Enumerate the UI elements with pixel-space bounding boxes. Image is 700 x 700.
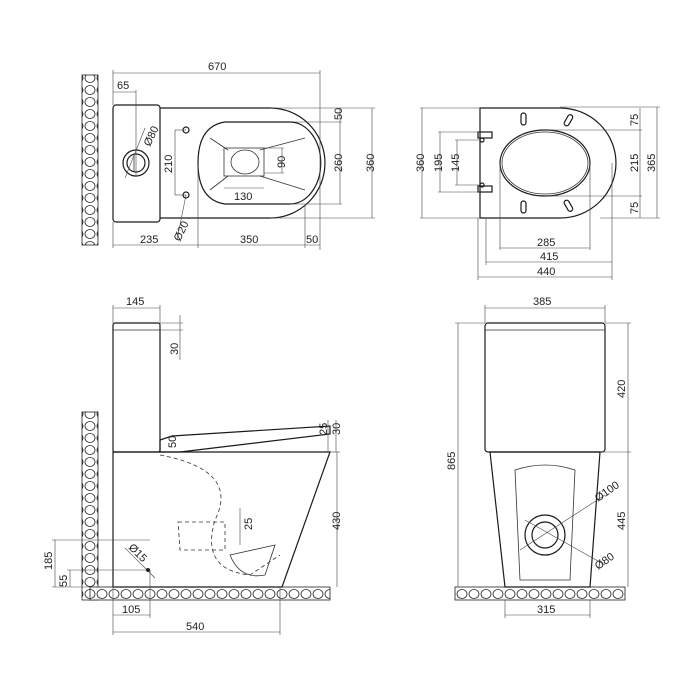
- dim-outlet-inner: Ø80: [593, 551, 617, 573]
- dim-tank-height: 420: [616, 380, 628, 398]
- dim-base-width: 315: [537, 604, 555, 616]
- dim-inlet-wall-distance: 105: [122, 604, 140, 616]
- floor-hatch: [89, 586, 331, 601]
- dim-margin-top: 75: [629, 114, 641, 126]
- bowl-inner: [197, 121, 322, 205]
- waste-hole: [230, 149, 260, 175]
- bowl-side: [112, 451, 331, 588]
- dim-seat-width: 365: [646, 154, 658, 172]
- seat-side: [159, 425, 331, 453]
- hinge: [477, 131, 493, 139]
- seat-bumper: [520, 112, 527, 126]
- dim-seat-length: 415: [540, 251, 558, 263]
- dim-seat-width-outer: 360: [415, 154, 427, 172]
- dim-inlet-diameter: Ø15: [126, 542, 149, 565]
- dim-opening-length: 285: [537, 237, 555, 249]
- tank-outline: [112, 104, 161, 223]
- wall-hatch: [81, 411, 99, 601]
- dim-waste-depth: 90: [276, 156, 288, 168]
- dim-inlet-height: 185: [43, 552, 55, 570]
- dim-lid-height: 30: [169, 343, 181, 355]
- dim-seat-thickness: 25: [318, 423, 330, 435]
- dim-overall-length: 670: [208, 61, 226, 73]
- dim-tank-depth: 235: [140, 234, 158, 246]
- side-view: 145 30 25 30 50 430 25 185 55 Ø15 105 54…: [43, 296, 343, 635]
- outlet-inner: [531, 521, 559, 549]
- hinge: [477, 185, 493, 193]
- front-view: 385 865 420 445 Ø100 Ø80 315: [446, 296, 631, 618]
- wall-hatch: [81, 74, 99, 246]
- dim-inner-width: 260: [333, 154, 345, 172]
- dim-margin-bottom: 75: [629, 202, 641, 214]
- dim-bowl-length: 350: [240, 234, 258, 246]
- dim-overall-seat-length: 440: [537, 266, 555, 278]
- seat-bumper: [520, 200, 527, 214]
- waste-outline: [223, 147, 265, 177]
- dim-rim-offset: 50: [333, 108, 345, 120]
- trapway: [159, 454, 281, 576]
- floor-hatch: [454, 586, 626, 601]
- dim-bowl-height: 445: [616, 512, 628, 530]
- dim-inlet-offset: 55: [58, 575, 70, 587]
- dim-tank-depth: 145: [126, 296, 144, 308]
- tank-front: [484, 322, 606, 453]
- bowl-outline: [160, 107, 326, 219]
- tank-side: [112, 322, 161, 453]
- dim-overall-depth: 540: [186, 621, 204, 633]
- inlet-point: [146, 568, 150, 572]
- seat-outline: [479, 107, 617, 219]
- dim-tank-width: 385: [533, 296, 551, 308]
- dim-bolt-spacing: 210: [163, 155, 175, 173]
- dim-tank-offset: 65: [117, 80, 129, 92]
- dim-hinge-inner: 145: [450, 154, 462, 172]
- bowl-slopes: [209, 137, 306, 191]
- dim-rim-front: 50: [306, 234, 318, 246]
- dim-overall-height: 865: [446, 452, 458, 470]
- seat-opening: [499, 129, 591, 197]
- dim-hinge-offset: 50: [167, 436, 179, 448]
- bowl-front: [489, 451, 601, 588]
- top-view: 670 65 Ø80 210 Ø20 235 350 50 50 260 360…: [81, 61, 377, 250]
- dim-hinge-outer: 195: [433, 154, 445, 172]
- dim-water-depth: 25: [243, 518, 255, 530]
- dim-opening-height: 215: [629, 154, 641, 172]
- dim-bolt-diameter: Ø20: [172, 219, 192, 243]
- dim-overall-width: 360: [365, 154, 377, 172]
- seat-view: 360 195 145 75 215 75 365 285 415 440: [415, 106, 660, 280]
- outlet-outer: [524, 514, 566, 556]
- dim-seat-height: 30: [331, 423, 343, 435]
- dim-bowl-height: 430: [331, 512, 343, 530]
- dim-waste-width: 130: [234, 191, 252, 203]
